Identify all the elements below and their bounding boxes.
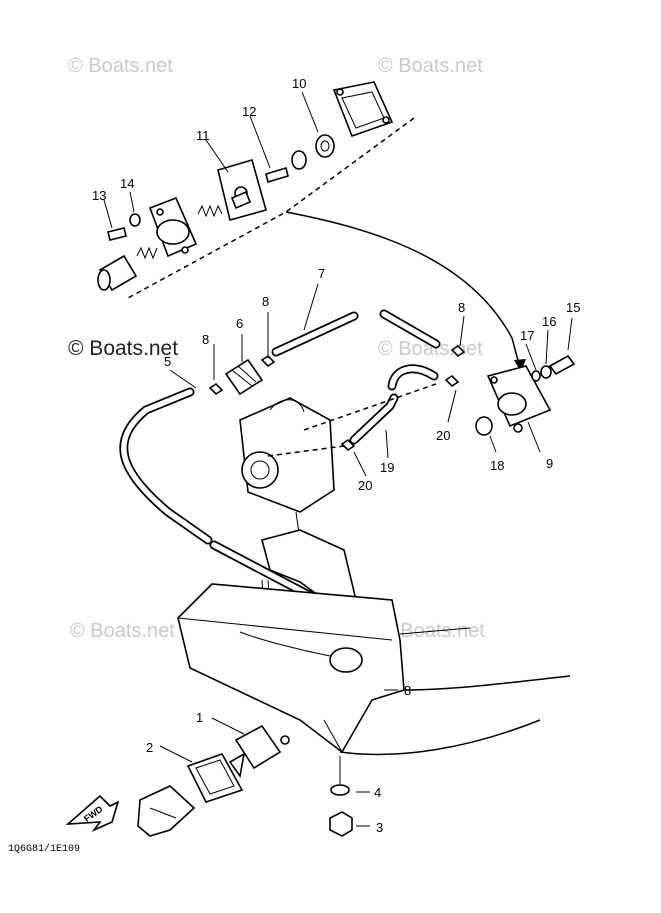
callout-8: 8 [262, 294, 269, 309]
callout-18: 18 [490, 458, 504, 473]
fuel-filter-part-6 [224, 358, 264, 396]
callout-8: 8 [458, 300, 465, 315]
fuel-tank-cowl [177, 583, 571, 756]
o-ring-part-18 [475, 416, 493, 436]
clip [260, 354, 276, 368]
washer-part-4 [330, 756, 350, 796]
gasket-part-2 [186, 753, 244, 803]
callout-5: 5 [164, 354, 171, 369]
callout-20: 20 [358, 478, 372, 493]
pump-body [148, 196, 198, 258]
callout-4: 4 [374, 785, 381, 800]
screw-part-12 [265, 166, 289, 184]
leader-lines [159, 283, 573, 827]
callout-15: 15 [566, 300, 580, 315]
fwd-arrow-icon: FWD [65, 794, 120, 832]
clip [444, 374, 460, 388]
callout-12: 12 [242, 104, 256, 119]
callout-2: 2 [146, 740, 153, 755]
callout-10: 10 [292, 76, 306, 91]
callout-20: 20 [436, 428, 450, 443]
callout-14: 14 [120, 176, 134, 191]
callout-19: 19 [380, 460, 394, 475]
callout-8: 8 [202, 332, 209, 347]
watermark: © Boats.net [70, 620, 175, 642]
pump-spring [197, 204, 223, 218]
callout-7: 7 [318, 266, 325, 281]
callout-13: 13 [92, 188, 106, 203]
fuel-connector [137, 785, 196, 837]
watermark: © Boats.net [68, 55, 173, 77]
callout-11: 11 [196, 128, 210, 143]
watermark: © Boats.net [378, 55, 483, 77]
diaphragm-ring [315, 134, 335, 158]
carburetor [239, 383, 437, 541]
callout-6: 6 [236, 316, 243, 331]
watermark: © Boats.net [68, 337, 178, 360]
callout-9: 9 [546, 456, 553, 471]
assembly-pointer-line [285, 211, 521, 369]
washer-part-17 [531, 370, 541, 382]
plunger-spring [136, 246, 158, 260]
arrow-head [514, 359, 526, 372]
clip [340, 438, 356, 452]
callout-8: 8 [404, 683, 411, 698]
fuel-joint-part-1 [228, 724, 290, 779]
clip [208, 382, 224, 396]
callout-numbers: 1 2 3 4 5 6 7 8 8 8 8 9 10 11 12 13 14 1… [92, 76, 580, 835]
exploded-pump-group [97, 81, 526, 372]
valve-washer [291, 150, 307, 170]
callout-1: 1 [196, 710, 203, 725]
washer-part-14 [129, 213, 141, 227]
screw-part-15 [548, 354, 576, 376]
callout-17: 17 [520, 328, 534, 343]
callout-16: 16 [542, 314, 556, 329]
fuel-pump-part-9 [475, 354, 576, 436]
pump-cover-part-10 [332, 81, 394, 138]
screw-part-13 [107, 227, 127, 241]
washer-part-16 [540, 365, 552, 379]
callout-3: 3 [376, 820, 383, 835]
diagram-code: 1Q6G81/1E109 [8, 843, 80, 855]
clip [450, 344, 466, 358]
nut-part-3 [329, 811, 353, 837]
